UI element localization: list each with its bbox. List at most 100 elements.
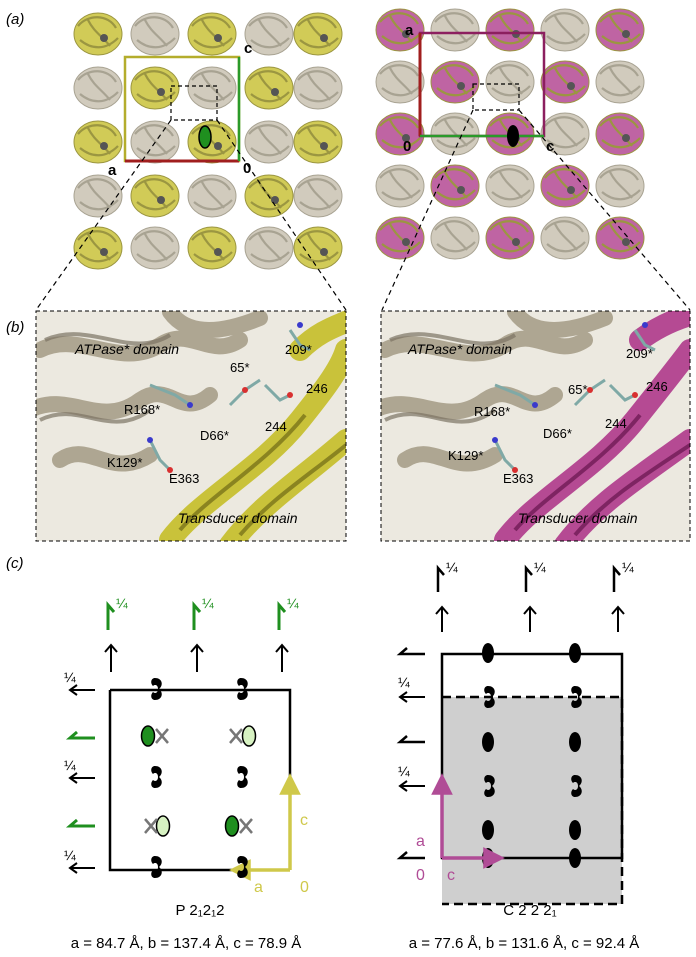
left-protein-molecule	[292, 225, 344, 271]
top-screw-axes-right: ¼ ¼ ¼	[436, 559, 634, 592]
side-arrow	[68, 862, 95, 874]
left-protein-molecule	[129, 65, 181, 111]
twofold-symbol-left	[198, 125, 212, 149]
side-screw-axis	[396, 851, 425, 860]
side-screw-axis	[65, 818, 95, 828]
right-protein-molecule	[484, 215, 536, 261]
panel-a-label: (a)	[6, 11, 24, 28]
zoom-box-right	[472, 83, 520, 111]
axis-0-label-left: 0	[300, 879, 309, 896]
quarter-label: ¼	[622, 559, 634, 575]
quarter-label: ¼	[116, 595, 128, 611]
right-protein-molecule	[484, 7, 536, 53]
label-c-left: c	[244, 40, 252, 57]
left-metal-site	[320, 248, 328, 256]
twofold-symbols-left	[140, 725, 257, 837]
right-protein-molecule	[374, 215, 426, 261]
screw-axis-arrow	[436, 564, 445, 592]
left-protein-molecule	[292, 119, 344, 165]
cell-params-left: a = 84.7 Å, b = 137.4 Å, c = 78.9 Å	[71, 935, 302, 952]
label-a-left: a	[108, 162, 117, 179]
left-protein-molecule	[72, 65, 124, 111]
quarter-label: ¼	[287, 595, 299, 611]
domain-atpase-left: ATPase* domain	[74, 341, 179, 357]
right-metal-site	[622, 30, 630, 38]
right-protein-molecule	[374, 111, 426, 157]
right-protein-molecule	[539, 59, 591, 105]
label-0-right: 0	[403, 138, 411, 155]
quarter-label: ¼	[446, 559, 458, 575]
left-metal-site	[100, 248, 108, 256]
axis-a-label-right: a	[416, 833, 425, 850]
residue-65-left: 65*	[230, 360, 250, 375]
right-metal-site	[512, 238, 520, 246]
screw-axis-arrow	[612, 564, 621, 592]
side-arrow	[398, 780, 425, 792]
space-group-right: C 2 2 2₁	[503, 902, 556, 919]
left-protein-molecule	[292, 173, 344, 219]
left-metal-site	[271, 196, 279, 204]
left-metal-site	[157, 196, 165, 204]
left-metal-site	[100, 142, 108, 150]
right-metal-site	[402, 30, 410, 38]
right-protein-molecule	[539, 215, 591, 261]
axis-a-label-left: a	[254, 879, 263, 896]
left-protein-molecule	[186, 65, 238, 111]
side-screw-axis	[396, 735, 425, 744]
residue-209-left: 209*	[285, 342, 312, 357]
left-metal-site	[214, 34, 222, 42]
right-protein-molecule	[594, 215, 646, 261]
axes-left	[229, 773, 301, 881]
axis-c-label-right: c	[447, 867, 455, 884]
right-protein-molecule	[484, 163, 536, 209]
left-protein-molecule	[129, 11, 181, 57]
right-protein-molecule	[594, 7, 646, 53]
left-protein-molecule	[186, 11, 238, 57]
left-metal-site	[100, 34, 108, 42]
side-axes-right: ¼¼	[396, 647, 425, 860]
quarter-label: ¼	[398, 674, 410, 690]
right-protein-molecule	[429, 111, 481, 157]
top-arrows-right	[435, 605, 625, 632]
side-arrow	[68, 772, 95, 784]
panel-b-right-frame	[380, 310, 691, 542]
left-metal-site	[271, 88, 279, 96]
quarter-label: ¼	[534, 559, 546, 575]
zoom-box-left	[170, 85, 218, 121]
right-metal-site	[402, 134, 410, 142]
panel-b-left-image: ATPase* domain Transducer domain 209* 65…	[35, 310, 347, 542]
left-protein-molecule	[186, 225, 238, 271]
left-metal-site	[320, 34, 328, 42]
side-screw-axis	[396, 647, 425, 656]
left-metal-site	[214, 248, 222, 256]
residue-246-left: 246	[306, 381, 328, 396]
residue-244-right: 244	[605, 416, 627, 431]
right-protein-molecule	[374, 163, 426, 209]
residue-R168-right: R168*	[474, 404, 510, 419]
residue-R168-left: R168*	[124, 402, 160, 417]
axes-right	[431, 773, 505, 869]
panel-a-left-lattice: c a 0	[72, 11, 344, 271]
right-protein-molecule	[594, 163, 646, 209]
left-protein-molecule	[72, 11, 124, 57]
axis-c-label-left: c	[300, 812, 308, 829]
screw-axis-arrow	[192, 600, 202, 630]
right-protein-molecule	[429, 59, 481, 105]
side-arrow	[398, 691, 425, 703]
residue-D66-left: D66*	[200, 428, 229, 443]
panel-b-label: (b)	[6, 319, 24, 336]
residue-E363-right: E363	[503, 471, 533, 486]
residue-D66-right: D66*	[543, 426, 572, 441]
residue-65-right: 65*	[568, 382, 588, 397]
screw-axis-arrow	[277, 600, 287, 630]
panel-b-left-frame	[35, 310, 347, 542]
right-protein-molecule	[374, 59, 426, 105]
left-protein-molecule	[243, 65, 295, 111]
projection-lines	[35, 109, 691, 311]
cell-outline-left	[108, 688, 292, 872]
left-protein-molecule	[129, 173, 181, 219]
quarter-label: ¼	[64, 669, 76, 685]
right-protein-molecule	[539, 163, 591, 209]
